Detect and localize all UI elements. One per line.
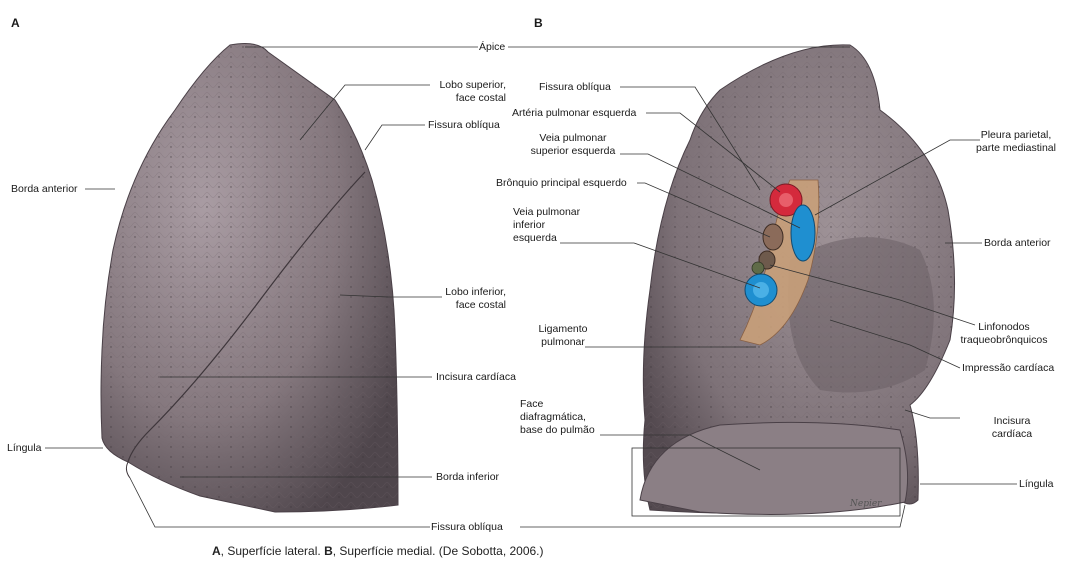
label-face-diafragmatica-line3: base do pulmão bbox=[520, 424, 595, 436]
panel-a-letter: A bbox=[11, 16, 20, 30]
label-apice: Ápice bbox=[479, 41, 506, 53]
lung-b-medial bbox=[639, 44, 956, 515]
label-linfonodos-line2: traqueobrônquicos bbox=[960, 334, 1048, 346]
label-incisura-b-line1: Incisura bbox=[993, 415, 1031, 427]
label-impressao-cardiaca: Impressão cardíaca bbox=[962, 362, 1055, 374]
label-fissura-obliqua-a: Fissura oblíqua bbox=[428, 119, 500, 131]
label-ligamento-line2: pulmonar bbox=[541, 336, 585, 348]
label-face-diafragmatica: Face diafragmática, base do pulmão bbox=[520, 398, 595, 437]
caption-a-text: , Superfície lateral. bbox=[220, 544, 325, 558]
label-veia-superior: Veia pulmonar superior esquerda bbox=[526, 132, 620, 158]
label-ligamento-line1: Ligamento bbox=[538, 323, 588, 335]
label-veia-inferior: Veia pulmonar inferior esquerda bbox=[513, 206, 580, 245]
oblique-fissure-a bbox=[127, 171, 366, 463]
label-incisura-cardiaca-a: Incisura cardíaca bbox=[436, 371, 516, 383]
label-pleura: Pleura parietal, parte mediastinal bbox=[968, 129, 1064, 155]
label-borda-anterior-a: Borda anterior bbox=[11, 183, 78, 195]
caption-a-letter: A bbox=[212, 544, 221, 558]
label-lingula-a: Língula bbox=[7, 442, 42, 454]
label-incisura-cardiaca-b: Incisura cardíaca bbox=[985, 415, 1039, 441]
label-veia-inferior-line2: inferior bbox=[513, 219, 546, 231]
leader-lines-b bbox=[508, 46, 1017, 528]
label-veia-inferior-line3: esquerda bbox=[513, 232, 557, 244]
label-lobo-inferior-line1: Lobo inferior, bbox=[445, 286, 506, 298]
label-pleura-line1: Pleura parietal, bbox=[980, 129, 1052, 141]
label-linfonodos: Linfonodos traqueobrônquicos bbox=[944, 321, 1064, 347]
label-veia-superior-line1: Veia pulmonar bbox=[539, 132, 607, 144]
label-lobo-inferior-line2: face costal bbox=[455, 299, 506, 311]
label-arteria-pulmonar: Artéria pulmonar esquerda bbox=[512, 107, 637, 119]
label-fissura-obliqua-b: Fissura oblíqua bbox=[539, 81, 611, 93]
label-veia-inferior-line1: Veia pulmonar bbox=[513, 206, 581, 218]
caption-b-text: , Superfície medial. (De Sobotta, 2006.) bbox=[332, 544, 544, 558]
diaphragmatic-base bbox=[639, 421, 909, 515]
lung-a-lateral bbox=[100, 43, 399, 513]
signature: Nepier bbox=[849, 499, 882, 509]
label-fissura-obliqua-bottom: Fissura oblíqua bbox=[431, 521, 503, 533]
label-lobo-superior-line2: face costal bbox=[455, 92, 506, 104]
label-face-diafragmatica-line1: Face bbox=[520, 398, 544, 410]
label-incisura-b-line2: cardíaca bbox=[991, 428, 1033, 440]
figure-caption: A, Superfície lateral. B, Superfície med… bbox=[212, 544, 544, 558]
label-bronquio: Brônquio principal esquerdo bbox=[496, 177, 627, 189]
label-veia-superior-line2: superior esquerda bbox=[530, 145, 616, 157]
label-pleura-line2: parte mediastinal bbox=[976, 142, 1056, 154]
left-superior-pulmonary-vein bbox=[790, 204, 816, 262]
caption-b-letter: B bbox=[324, 544, 333, 558]
label-borda-inferior: Borda inferior bbox=[436, 471, 500, 483]
left-main-bronchus bbox=[762, 223, 784, 251]
label-lobo-superior-line1: Lobo superior, bbox=[439, 79, 506, 91]
label-lobo-superior: Lobo superior, face costal bbox=[432, 79, 506, 105]
label-face-diafragmatica-line2: diafragmática, bbox=[520, 411, 586, 423]
leader-lines-a bbox=[45, 46, 478, 528]
label-lobo-inferior: Lobo inferior, face costal bbox=[440, 286, 506, 312]
label-borda-anterior-b: Borda anterior bbox=[984, 237, 1051, 249]
panel-b-letter: B bbox=[534, 16, 543, 30]
label-linfonodos-line1: Linfonodos bbox=[978, 321, 1030, 333]
label-lingula-b: Língula bbox=[1019, 478, 1054, 490]
label-ligamento: Ligamento pulmonar bbox=[533, 323, 593, 349]
